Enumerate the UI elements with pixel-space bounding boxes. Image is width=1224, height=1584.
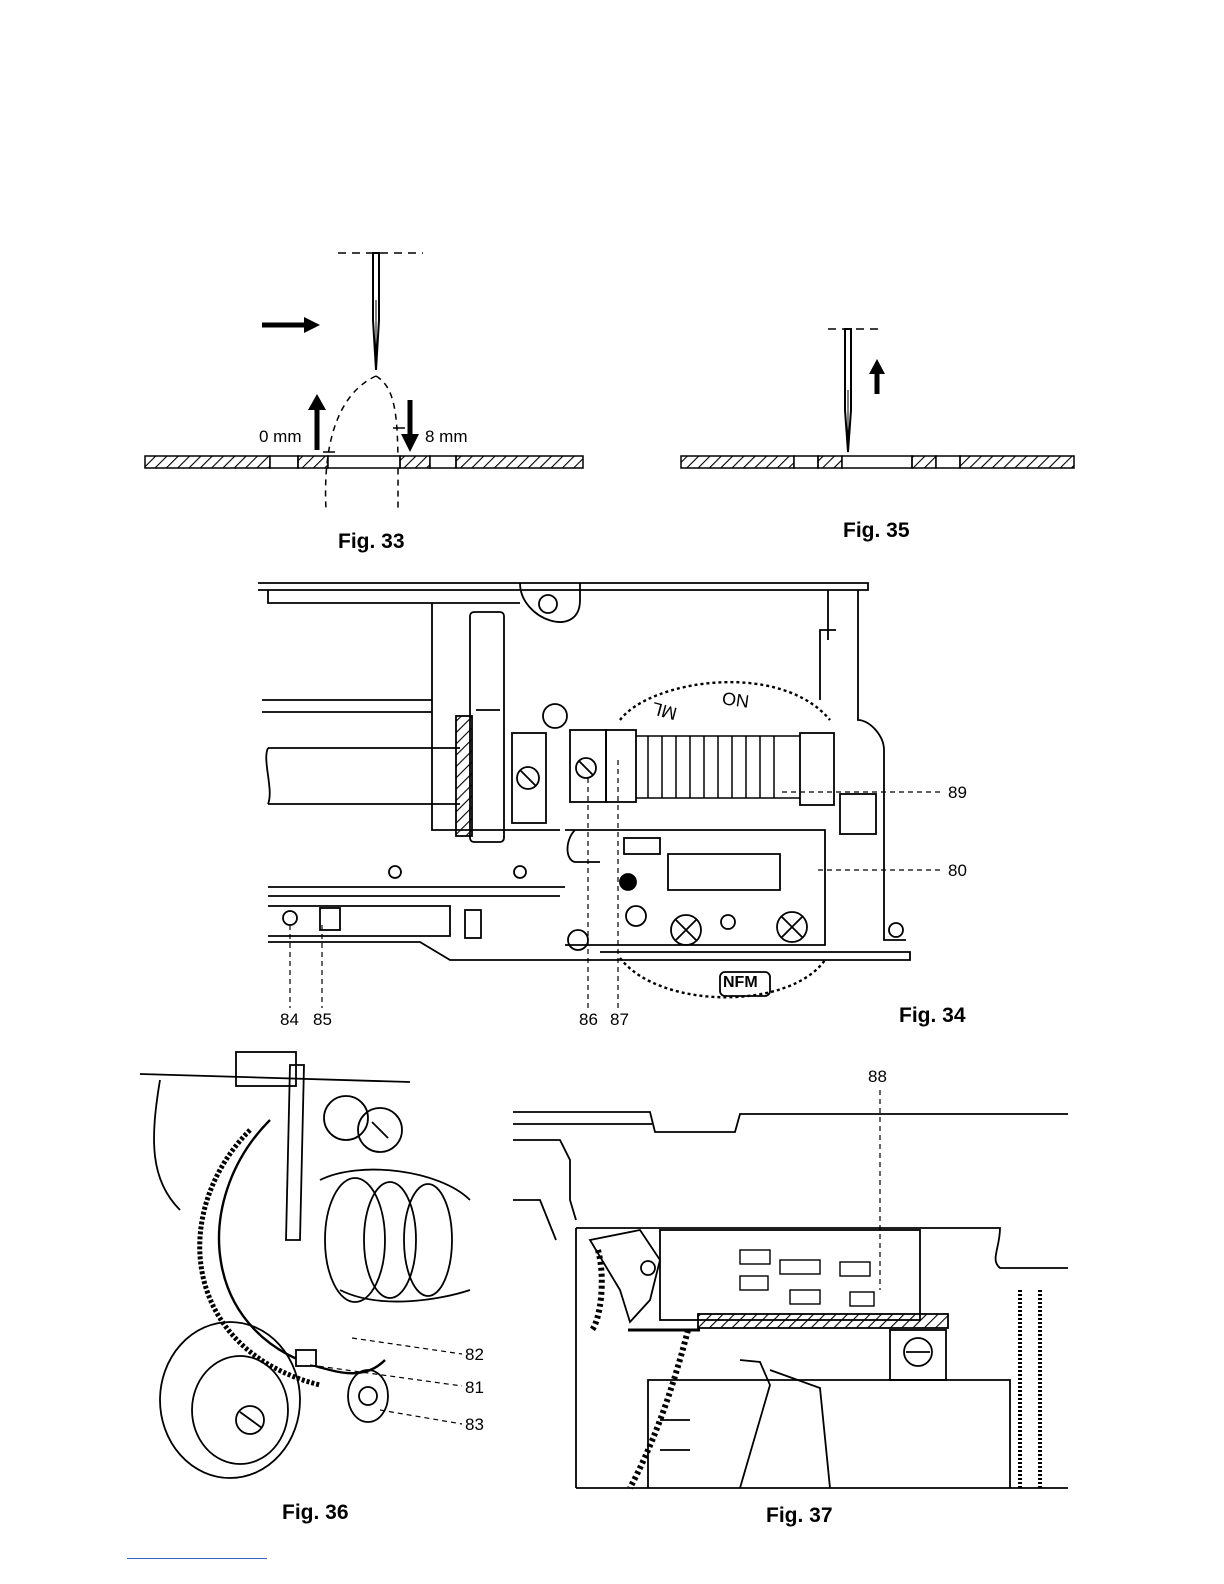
fig36-drawing [140,1052,470,1478]
callout-81: 81 [465,1378,484,1398]
callout-85: 85 [313,1010,332,1030]
callout-86: 86 [579,1010,598,1030]
fig35-caption: Fig. 35 [843,519,910,543]
fig33-label-8mm: 8 mm [425,427,468,447]
fig37-drawing [513,1090,1068,1488]
footer-rule [127,1558,267,1559]
callout-89: 89 [948,783,967,803]
callout-84: 84 [280,1010,299,1030]
fig34-caption: Fig. 34 [899,1004,966,1028]
fig34-drawing [258,583,944,1008]
fig33-caption: Fig. 33 [338,530,405,554]
fig33-drawing [145,253,583,510]
callout-82: 82 [465,1345,484,1365]
fig33-label-0mm: 0 mm [259,427,302,447]
callout-80: 80 [948,861,967,881]
fig36-caption: Fig. 36 [282,1501,349,1525]
callout-87: 87 [610,1010,629,1030]
callout-83: 83 [465,1415,484,1435]
fig37-caption: Fig. 37 [766,1504,833,1528]
callout-88: 88 [868,1067,887,1087]
fig35-drawing [681,329,1074,468]
fig34-dial-nfm-text: NFM [723,974,758,992]
fig34-dial-on-text: ON [721,688,751,713]
